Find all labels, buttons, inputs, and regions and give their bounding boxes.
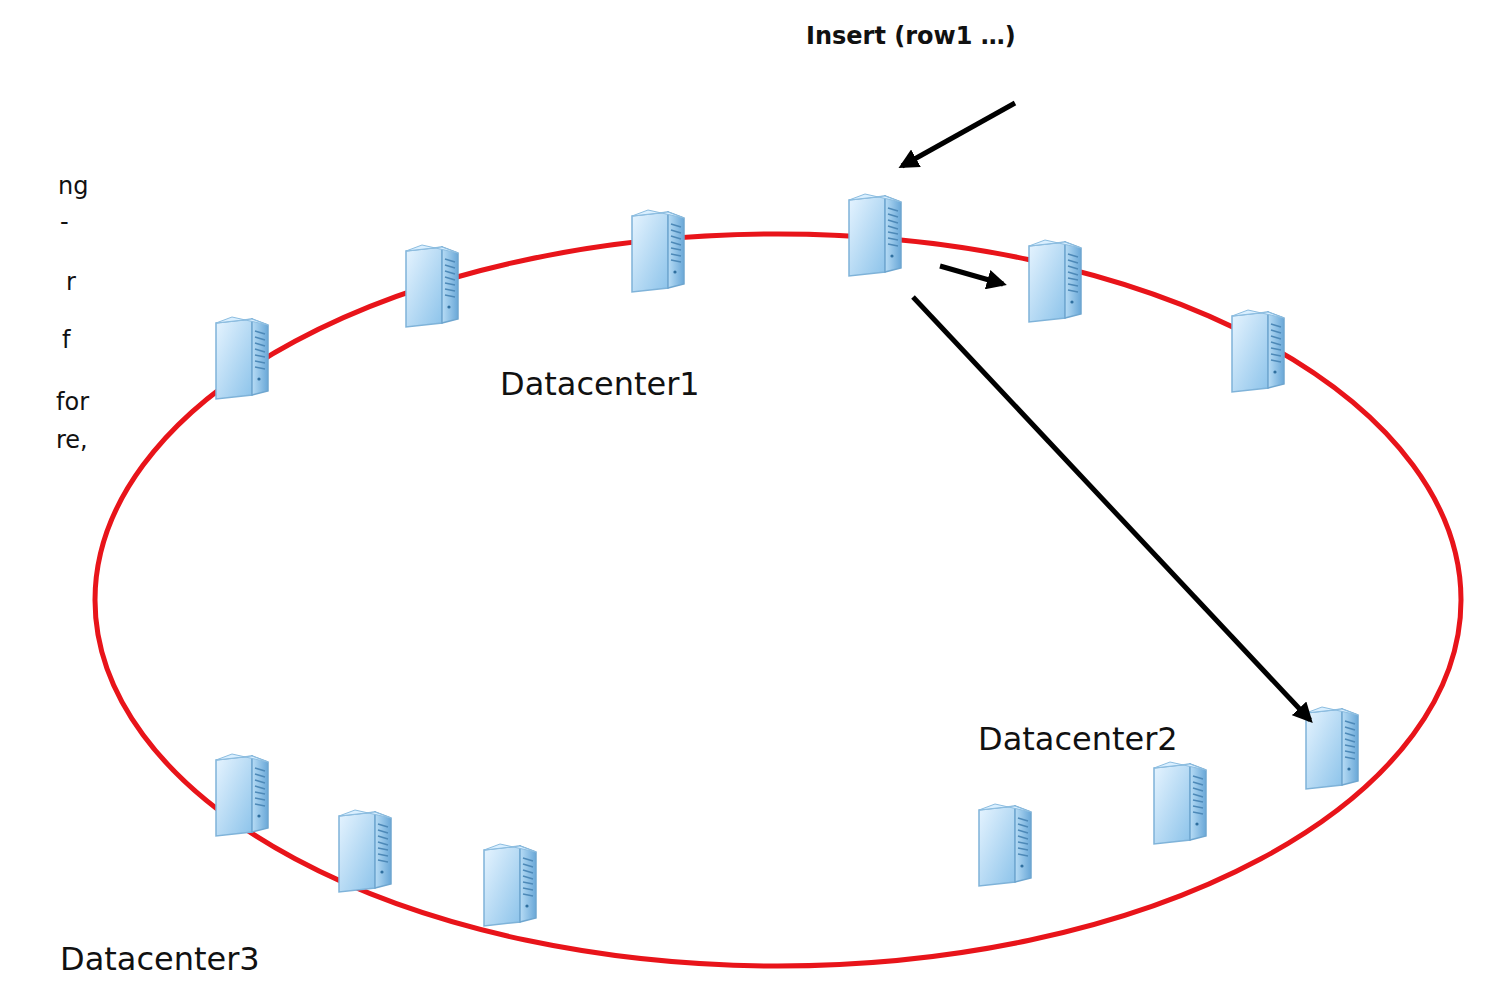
write-arrows bbox=[902, 103, 1310, 720]
servers bbox=[216, 194, 1358, 926]
datacenter-cloud: Datacenter1 bbox=[80, 90, 1462, 530]
cloud-outline bbox=[80, 90, 1462, 530]
datacenter-cloud: Datacenter2 bbox=[780, 530, 1460, 1003]
cloud-outline bbox=[30, 520, 770, 1003]
datacenter-cloud: Datacenter3 bbox=[30, 520, 770, 1003]
slide-text-fragment: re, bbox=[56, 426, 88, 454]
slide-text-fragment: ng bbox=[58, 172, 88, 200]
slide-text-fragment: for bbox=[56, 388, 89, 416]
slide-text-fragment: r bbox=[66, 268, 76, 296]
datacenter-name: Datacenter3 bbox=[60, 940, 260, 978]
slide-text-fragment: f bbox=[62, 326, 70, 354]
ring bbox=[95, 234, 1461, 966]
cloud-outline bbox=[780, 530, 1460, 1003]
datacenter-name: Datacenter2 bbox=[978, 720, 1178, 758]
datacenter-name: Datacenter1 bbox=[500, 365, 700, 403]
slide-text-fragment: - bbox=[60, 208, 69, 236]
operation-label: Insert (row1 …) bbox=[806, 22, 1016, 50]
